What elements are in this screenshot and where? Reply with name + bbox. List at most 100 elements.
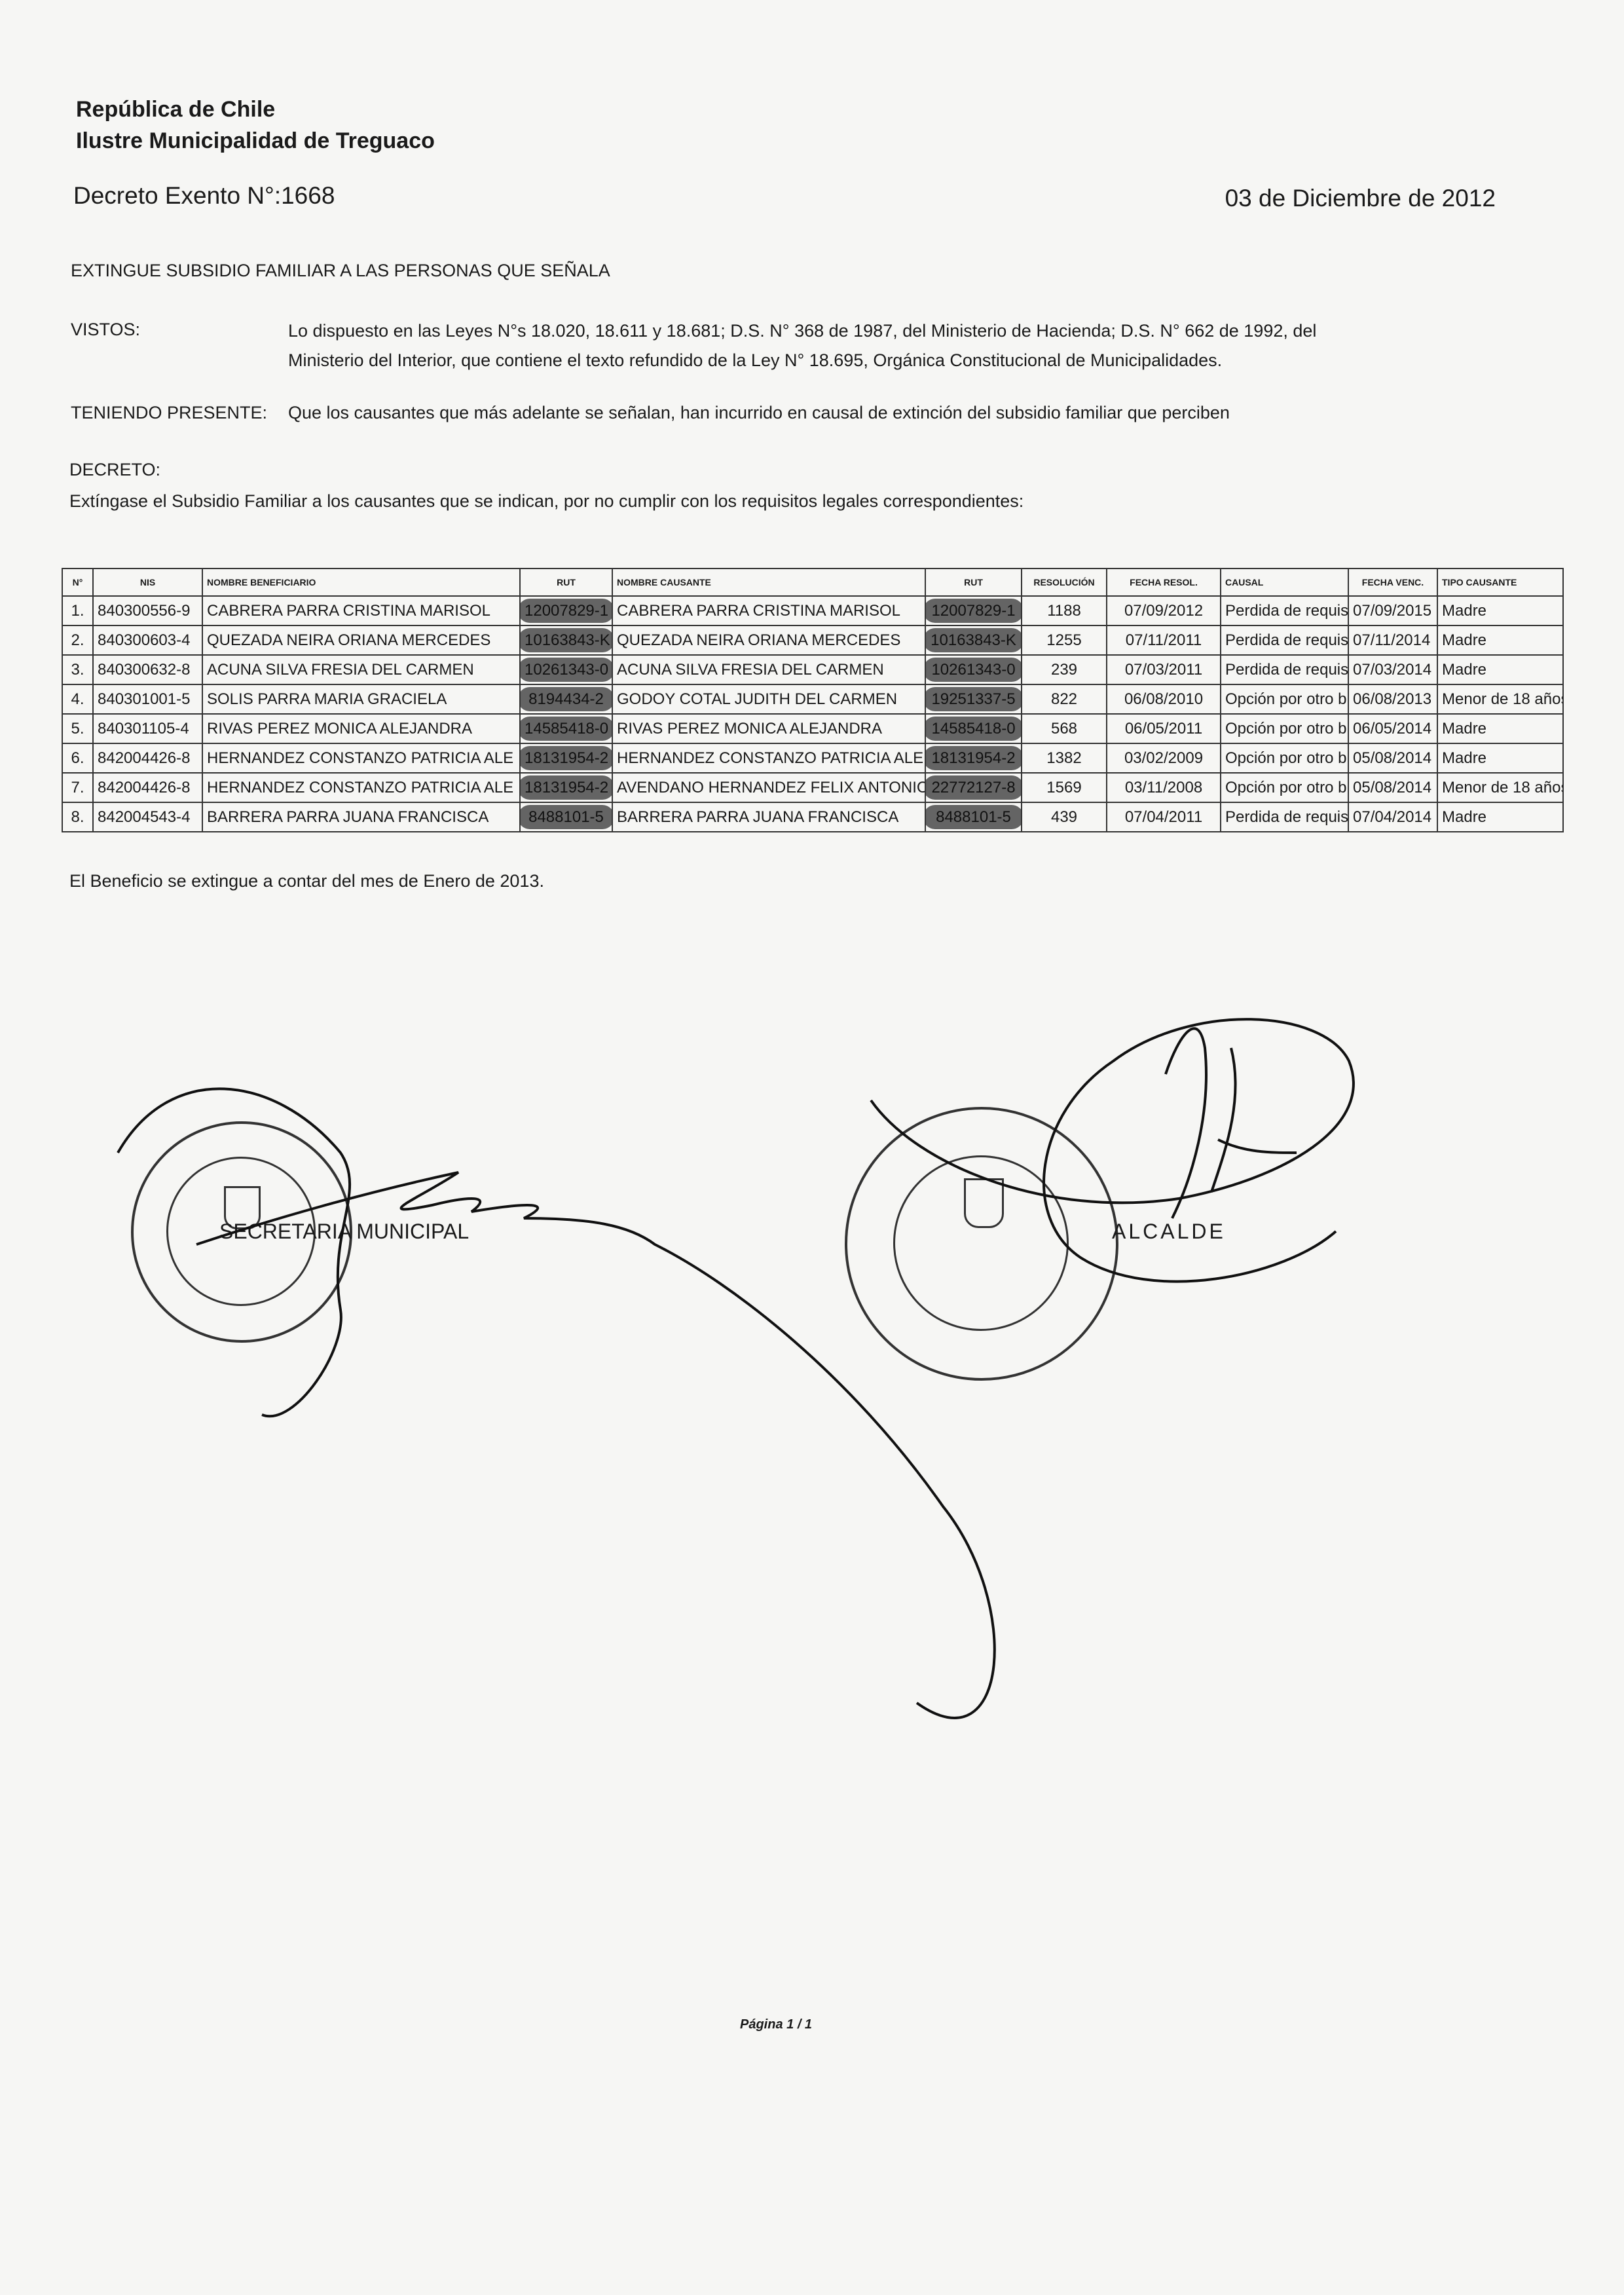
table-cell: 07/04/2014: [1348, 802, 1438, 832]
table-cell: 03/11/2008: [1106, 772, 1221, 803]
column-header: RUT: [925, 568, 1022, 597]
redaction-mark: [927, 746, 1020, 770]
table-cell: 06/05/2014: [1348, 713, 1438, 744]
redacted-rut-cell: 10163843-K: [925, 625, 1022, 656]
table-cell: 840301001-5: [92, 684, 203, 715]
table-cell: Madre: [1437, 654, 1564, 685]
column-header: NIS: [92, 568, 203, 597]
redaction-mark: [927, 628, 1020, 652]
redacted-rut-cell: 18131954-2: [519, 743, 613, 774]
table-cell: 568: [1021, 713, 1107, 744]
table-cell: Madre: [1437, 595, 1564, 626]
redaction-mark: [927, 805, 1020, 829]
redacted-rut-cell: 12007829-1: [519, 595, 613, 626]
secretary-signature: [117, 1087, 996, 1719]
table-cell: 842004426-8: [92, 772, 203, 803]
redacted-rut-cell: 10261343-0: [925, 654, 1022, 685]
rut-value: 18131954-2: [931, 749, 1016, 767]
table-cell: Perdida de requis: [1220, 595, 1349, 626]
table-cell: 4.: [62, 684, 94, 715]
redacted-rut-cell: 8194434-2: [519, 684, 613, 715]
seal-inner-ring: [893, 1155, 1069, 1331]
seal-inner-ring: [166, 1157, 316, 1306]
decree-number: Decreto Exento N°:1668: [73, 182, 335, 209]
redaction-mark: [521, 775, 611, 800]
teniendo-label: TENIENDO PRESENTE:: [71, 403, 268, 422]
redaction-mark: [927, 658, 1020, 682]
table-cell: BARRERA PARRA JUANA FRANCISCA: [612, 802, 926, 832]
redaction-mark: [927, 687, 1020, 711]
table-cell: RIVAS PEREZ MONICA ALEJANDRA: [612, 713, 926, 744]
table-cell: ACUNA SILVA FRESIA DEL CARMEN: [612, 654, 926, 685]
table-cell: HERNANDEZ CONSTANZO PATRICIA ALE: [612, 743, 926, 774]
redaction-mark: [521, 658, 611, 682]
table-cell: Opción por otro b: [1220, 713, 1349, 744]
redaction-mark: [521, 687, 611, 711]
table-cell: 3.: [62, 654, 94, 685]
redaction-mark: [927, 599, 1020, 623]
redacted-rut-cell: 14585418-0: [519, 713, 613, 744]
table-cell: 5.: [62, 713, 94, 744]
republic-heading: República de Chile: [76, 97, 276, 122]
table-cell: 07/11/2014: [1348, 625, 1438, 656]
table-cell: Madre: [1437, 713, 1564, 744]
table-cell: ACUNA SILVA FRESIA DEL CARMEN: [202, 654, 521, 685]
table-cell: 06/05/2011: [1106, 713, 1221, 744]
rut-value: 18131954-2: [525, 749, 609, 767]
redaction-mark: [521, 599, 611, 623]
table-cell: GODOY COTAL JUDITH DEL CARMEN: [612, 684, 926, 715]
table-cell: BARRERA PARRA JUANA FRANCISCA: [202, 802, 521, 832]
column-header: RESOLUCIÓN: [1021, 568, 1107, 597]
vistos-line-2: Ministerio del Interior, que contiene el…: [288, 350, 1223, 370]
table-cell: Opción por otro b: [1220, 684, 1349, 715]
redacted-rut-cell: 8488101-5: [925, 802, 1022, 832]
table-cell: 840301105-4: [92, 713, 203, 744]
table-cell: HERNANDEZ CONSTANZO PATRICIA ALE: [202, 743, 521, 774]
table-cell: 1382: [1021, 743, 1107, 774]
column-header: FECHA RESOL.: [1106, 568, 1221, 597]
redaction-mark: [521, 746, 611, 770]
table-cell: 8.: [62, 802, 94, 832]
vistos-line-1: Lo dispuesto en las Leyes N°s 18.020, 18…: [288, 321, 1317, 341]
decreto-label: DECRETO:: [69, 460, 161, 479]
table-cell: 1255: [1021, 625, 1107, 656]
table-cell: CABRERA PARRA CRISTINA MARISOL: [612, 595, 926, 626]
table-cell: 03/02/2009: [1106, 743, 1221, 774]
rut-value: 8488101-5: [528, 808, 604, 826]
rut-value: 10163843-K: [525, 631, 610, 649]
rut-value: 10261343-0: [931, 660, 1016, 679]
rut-value: 8488101-5: [936, 808, 1011, 826]
table-cell: Menor de 18 años: [1437, 772, 1564, 803]
column-header: N°: [62, 568, 94, 597]
mayor-seal: [845, 1107, 1118, 1381]
table-cell: 2.: [62, 625, 94, 656]
redaction-mark: [521, 628, 611, 652]
table-cell: 842004426-8: [92, 743, 203, 774]
table-cell: Perdida de requis: [1220, 654, 1349, 685]
benefit-end-note: El Beneficio se extingue a contar del me…: [69, 871, 544, 891]
table-cell: 05/08/2014: [1348, 772, 1438, 803]
table-cell: QUEZADA NEIRA ORIANA MERCEDES: [202, 625, 521, 656]
column-header: TIPO CAUSANTE: [1437, 568, 1564, 597]
table-cell: 07/03/2011: [1106, 654, 1221, 685]
table-cell: 840300603-4: [92, 625, 203, 656]
table-cell: 1.: [62, 595, 94, 626]
column-header: RUT: [519, 568, 613, 597]
redacted-rut-cell: 22772127-8: [925, 772, 1022, 803]
column-header: NOMBRE CAUSANTE: [612, 568, 926, 597]
column-header: FECHA VENC.: [1348, 568, 1438, 597]
rut-value: 10163843-K: [931, 631, 1016, 649]
rut-value: 8194434-2: [528, 690, 604, 708]
redacted-rut-cell: 10163843-K: [519, 625, 613, 656]
table-cell: 1569: [1021, 772, 1107, 803]
table-cell: RIVAS PEREZ MONICA ALEJANDRA: [202, 713, 521, 744]
redaction-mark: [927, 717, 1020, 741]
rut-value: 12007829-1: [931, 601, 1016, 620]
mayor-signature: [870, 1018, 1355, 1283]
table-cell: 07/03/2014: [1348, 654, 1438, 685]
